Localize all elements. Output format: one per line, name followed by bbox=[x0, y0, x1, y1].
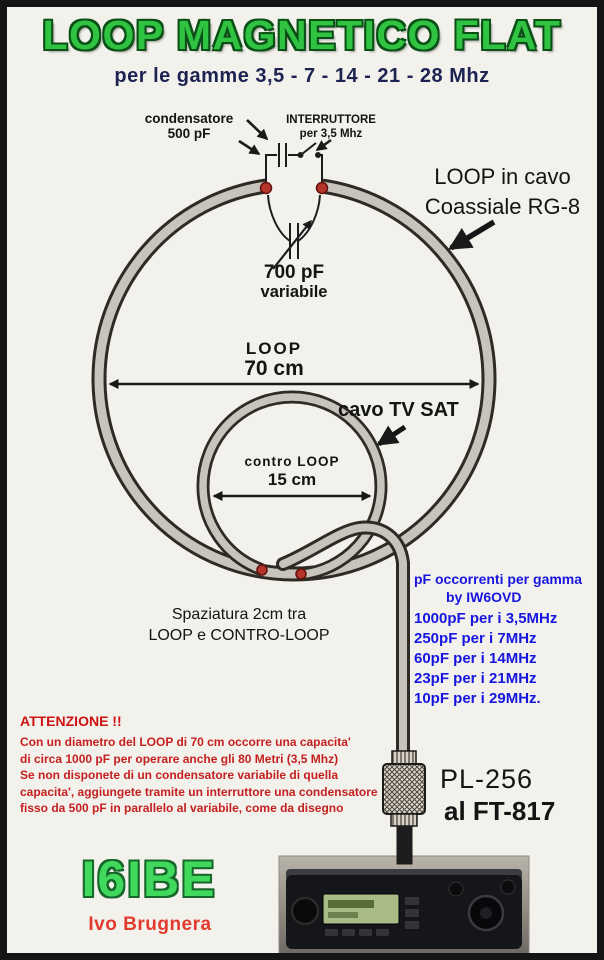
label-loop-diameter: LOOP 70 cm bbox=[194, 340, 354, 380]
warning-line: capacita', aggiungete tramite un interru… bbox=[20, 784, 378, 799]
coax-line2: Coassiale RG-8 bbox=[424, 194, 581, 219]
subtitle-bands: per le gamme 3,5 - 7 - 14 - 21 - 28 Mhz bbox=[114, 65, 490, 87]
variable-cap-value: 700 pF bbox=[263, 262, 325, 283]
pf-table-credit: by IW6OVD bbox=[446, 589, 522, 605]
label-condensatore: condensatore 500 pF bbox=[133, 111, 245, 141]
interruttore-arrow bbox=[315, 138, 332, 152]
pl259-connector bbox=[382, 750, 426, 865]
label-arrows bbox=[238, 119, 332, 156]
radio-knob-small-1 bbox=[448, 881, 464, 897]
interruttore-line1: INTERRUTTORE bbox=[286, 114, 376, 126]
condensatore-line2: 500 pF bbox=[167, 126, 211, 141]
page-title: LOOP MAGNETICO FLAT bbox=[42, 12, 562, 58]
pl259-tip bbox=[396, 825, 413, 865]
label-interruttore: INTERRUTTORE per 3,5 Mhz bbox=[275, 114, 387, 141]
label-connector-target: al FT-817 bbox=[444, 796, 556, 826]
condensatore-line1: condensatore bbox=[144, 111, 234, 126]
tvsat-arrow bbox=[376, 424, 407, 447]
pf-row: 60pF per i 14MHz bbox=[414, 650, 537, 667]
pf-table: pF occorrenti per gamma by IW6OVD 1000pF… bbox=[414, 570, 582, 709]
warning-line: Se non disponete di un condensatore vari… bbox=[20, 768, 339, 782]
loop-word: LOOP bbox=[245, 339, 303, 358]
warning-line: di circa 1000 pF per operare anche gli 8… bbox=[20, 751, 339, 766]
label-spacing: Spaziatura 2cm tra LOOP e CONTRO-LOOP bbox=[125, 604, 353, 646]
pf-table-title: pF occorrenti per gamma bbox=[414, 571, 583, 587]
antenna-diagram bbox=[91, 119, 530, 953]
pf-row: 10pF per i 29MHz. bbox=[414, 690, 541, 707]
switch-symbol bbox=[301, 142, 317, 155]
main-loop-ring bbox=[91, 176, 497, 582]
pf-row: 1000pF per i 3,5MHz bbox=[414, 610, 558, 627]
label-coax-rg8: LOOP in cavo Coassiale RG-8 bbox=[405, 162, 597, 222]
label-tvsat-cable: cavo TV SAT bbox=[338, 399, 459, 421]
feed-cable bbox=[276, 520, 410, 764]
controloop-word: contro LOOP bbox=[244, 454, 340, 469]
author-name: Ivo Brugnera bbox=[88, 914, 212, 935]
interruttore-line2: per 3,5 Mhz bbox=[299, 127, 363, 140]
label-controloop: contro LOOP 15 cm bbox=[212, 454, 372, 489]
capacitor-switch-schematic bbox=[265, 142, 323, 270]
variable-cap-word: variabile bbox=[260, 283, 328, 301]
connection-dots bbox=[256, 181, 329, 580]
warning-line: Con un diametro del LOOP di 70 cm occorr… bbox=[20, 735, 351, 749]
pf-table-rows: 1000pF per i 3,5MHz 250pF per i 7MHz 60p… bbox=[414, 609, 582, 709]
coax-line1: LOOP in cavo bbox=[434, 164, 571, 189]
label-connector: PL-256 bbox=[440, 764, 534, 794]
radio-buttons bbox=[325, 897, 419, 936]
loop-diameter-value: 70 cm bbox=[244, 357, 304, 380]
label-variable-capacitor: 700 pF variabile bbox=[238, 262, 350, 302]
controloop-diameter-value: 15 cm bbox=[267, 470, 317, 489]
spacing-line1: Spaziatura 2cm tra bbox=[171, 606, 307, 623]
pf-row: 23pF per i 21MHz bbox=[414, 670, 537, 687]
warning-title: ATTENZIONE !! bbox=[20, 713, 122, 729]
radio-knob-small-2 bbox=[500, 879, 516, 895]
pl259-barrel bbox=[382, 763, 426, 815]
spacing-line2: LOOP e CONTRO-LOOP bbox=[148, 627, 330, 644]
pf-row: 250pF per i 7MHz bbox=[414, 630, 537, 647]
radio-photo bbox=[278, 855, 530, 953]
warning-line: fisso da 500 pF in parallelo al variabil… bbox=[20, 801, 344, 815]
warning-block: ATTENZIONE !! Con un diametro del LOOP d… bbox=[20, 713, 378, 817]
callsign: I6IBE bbox=[81, 851, 217, 907]
rg8-arrow bbox=[448, 219, 496, 251]
radio-display bbox=[322, 893, 400, 925]
condensatore-arrow bbox=[246, 119, 269, 141]
radio-speaker bbox=[291, 897, 319, 925]
coupling-loop-ring bbox=[196, 390, 388, 582]
